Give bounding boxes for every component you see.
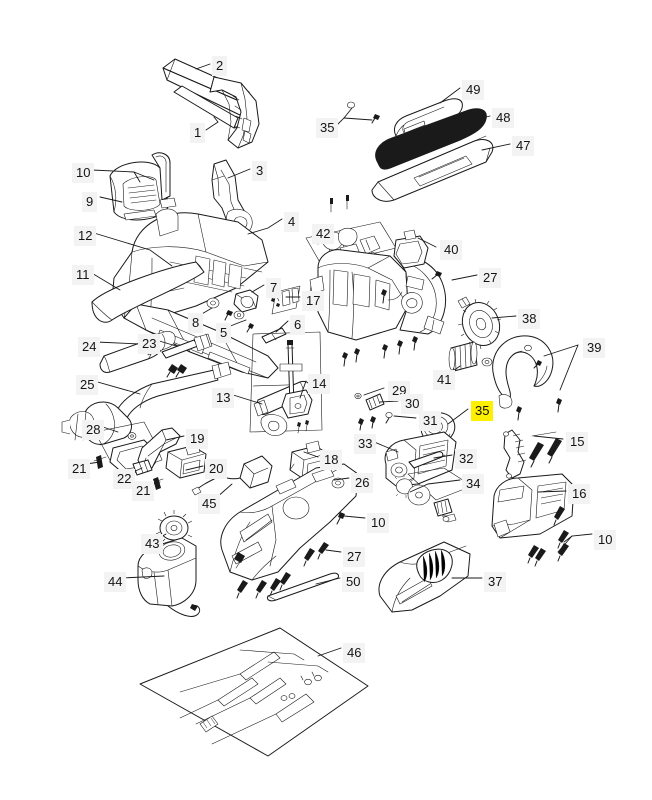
part-50-rating-label bbox=[267, 572, 339, 602]
part-41-pinion bbox=[448, 341, 493, 372]
part-9-motor-end-cap bbox=[109, 152, 177, 221]
callout-49-guide-bar[interactable]: 49 bbox=[462, 80, 485, 100]
callout-5-pin[interactable]: 5 bbox=[216, 323, 232, 343]
callout-33-sprocket-cover[interactable]: 33 bbox=[354, 434, 377, 454]
callout-47-bar-scabbard-cover[interactable]: 47 bbox=[512, 136, 535, 156]
callout-4-spring-pin[interactable]: 4 bbox=[284, 212, 300, 232]
callout-50-rating-label[interactable]: 50 bbox=[342, 572, 365, 592]
callout-32-guide-plate[interactable]: 32 bbox=[455, 449, 478, 469]
callout-19-trigger-lever[interactable]: 19 bbox=[186, 429, 209, 449]
callout-38-drive-gear[interactable]: 38 bbox=[518, 309, 541, 329]
part-23-strain-relief bbox=[161, 333, 213, 378]
part-43-tank-cap bbox=[155, 510, 193, 546]
callout-42-oil-pump-assembly[interactable]: 42 bbox=[312, 224, 335, 244]
part-15-bracket-screws bbox=[503, 429, 562, 479]
parts-21-22 bbox=[93, 455, 164, 490]
callout-10-screw[interactable]: 10 bbox=[72, 163, 95, 183]
callout-7-cable-grommet[interactable]: 7 bbox=[266, 278, 282, 298]
callout-22-contact-block[interactable]: 22 bbox=[113, 469, 136, 489]
callout-43-oil-tank-cap[interactable]: 43 bbox=[141, 534, 164, 554]
callout-28-switch-trigger-plate[interactable]: 28 bbox=[82, 420, 105, 440]
callout-31-screw[interactable]: 31 bbox=[419, 411, 442, 431]
callout-14-tensioner-assembly[interactable]: 14 bbox=[308, 374, 331, 394]
callout-13-tensioner-rod[interactable]: 13 bbox=[212, 388, 235, 408]
part-7-grommet bbox=[233, 289, 259, 313]
part-37-rear-handle bbox=[378, 541, 471, 613]
callout-34-oil-feed-kit[interactable]: 34 bbox=[462, 474, 485, 494]
part-16-tensioner-housing bbox=[491, 473, 575, 567]
callout-35-bar-nut-screw-set[interactable]: 35 bbox=[316, 118, 339, 138]
part-26-right-housing bbox=[220, 463, 359, 581]
part-35a-bar-nuts bbox=[347, 101, 380, 124]
callout-45-oil-hose-with-filter[interactable]: 45 bbox=[198, 494, 221, 514]
callout-30-spring[interactable]: 30 bbox=[401, 394, 424, 414]
housing-screws bbox=[236, 512, 345, 599]
part-46-fastener-kit bbox=[139, 627, 369, 757]
motor-screws bbox=[342, 271, 442, 367]
callout-25-power-cord-with-plug[interactable]: 25 bbox=[76, 375, 99, 395]
callout-21-pin[interactable]: 21 bbox=[68, 459, 91, 479]
part-11-side-cover bbox=[91, 261, 205, 323]
callout-35-clutch-drum-sprocket[interactable]: 35 bbox=[471, 401, 494, 421]
callout-11-side-cover-strip[interactable]: 11 bbox=[72, 265, 94, 285]
callout-40-gear-case-bracket[interactable]: 40 bbox=[440, 240, 463, 260]
part-8-washer-bolt bbox=[206, 297, 233, 321]
callout-1-hand-guard-brake-lever[interactable]: 1 bbox=[190, 123, 206, 143]
callout-18-capacitor-module[interactable]: 18 bbox=[320, 450, 343, 470]
part-47-scabbard bbox=[371, 135, 494, 202]
callout-44-oil-tank[interactable]: 44 bbox=[104, 572, 127, 592]
callout-2-top-handle-bar[interactable]: 2 bbox=[212, 56, 228, 76]
callout-15-bracket-with-screws[interactable]: 15 bbox=[566, 432, 589, 452]
callout-16-tensioner-housing[interactable]: 16 bbox=[568, 484, 591, 504]
part-40-gear-bracket bbox=[393, 229, 429, 269]
callout-17-contact-set[interactable]: 17 bbox=[302, 291, 325, 311]
callout-48-saw-chain[interactable]: 48 bbox=[492, 108, 515, 128]
part-6-roll-pin bbox=[261, 327, 287, 344]
callout-6-roll-pin[interactable]: 6 bbox=[290, 315, 306, 335]
callout-27-screw[interactable]: 27 bbox=[343, 547, 366, 567]
callout-24-cord-sleeve[interactable]: 24 bbox=[78, 337, 101, 357]
callout-12-left-housing-half[interactable]: 12 bbox=[74, 226, 97, 246]
part-1-hand-guard bbox=[209, 76, 260, 149]
part-38-drive-gear bbox=[457, 296, 502, 350]
callout-10-screw[interactable]: 10 bbox=[594, 530, 617, 550]
callout-8-washer-bolt[interactable]: 8 bbox=[188, 313, 204, 333]
part-5-pins bbox=[233, 310, 254, 333]
part-39-brake-band bbox=[492, 335, 562, 421]
callout-37-rear-handle-grip[interactable]: 37 bbox=[484, 572, 507, 592]
part-48-saw-chain bbox=[375, 108, 487, 170]
callout-9-motor-end-cap[interactable]: 9 bbox=[82, 192, 98, 212]
motor-assembly bbox=[309, 249, 446, 341]
callout-21-pin[interactable]: 21 bbox=[132, 481, 155, 501]
callout-3-front-handle-bracket[interactable]: 3 bbox=[252, 161, 268, 181]
callout-20-switch-module[interactable]: 20 bbox=[205, 459, 228, 479]
part-13-14-tensioner bbox=[249, 331, 323, 436]
callout-41-motor-pinion[interactable]: 41 bbox=[433, 370, 456, 390]
callout-27-screw[interactable]: 27 bbox=[479, 268, 502, 288]
fastener-kit-contents bbox=[179, 649, 329, 745]
callout-10-screw[interactable]: 10 bbox=[367, 513, 390, 533]
callout-26-right-housing-half[interactable]: 26 bbox=[351, 473, 374, 493]
parts-29-30-31 bbox=[354, 393, 393, 431]
callout-46-hardware-fastener-kit[interactable]: 46 bbox=[343, 643, 366, 663]
callout-39-chain-brake-band[interactable]: 39 bbox=[583, 338, 606, 358]
callout-23-strain-relief-set[interactable]: 23 bbox=[138, 334, 161, 354]
